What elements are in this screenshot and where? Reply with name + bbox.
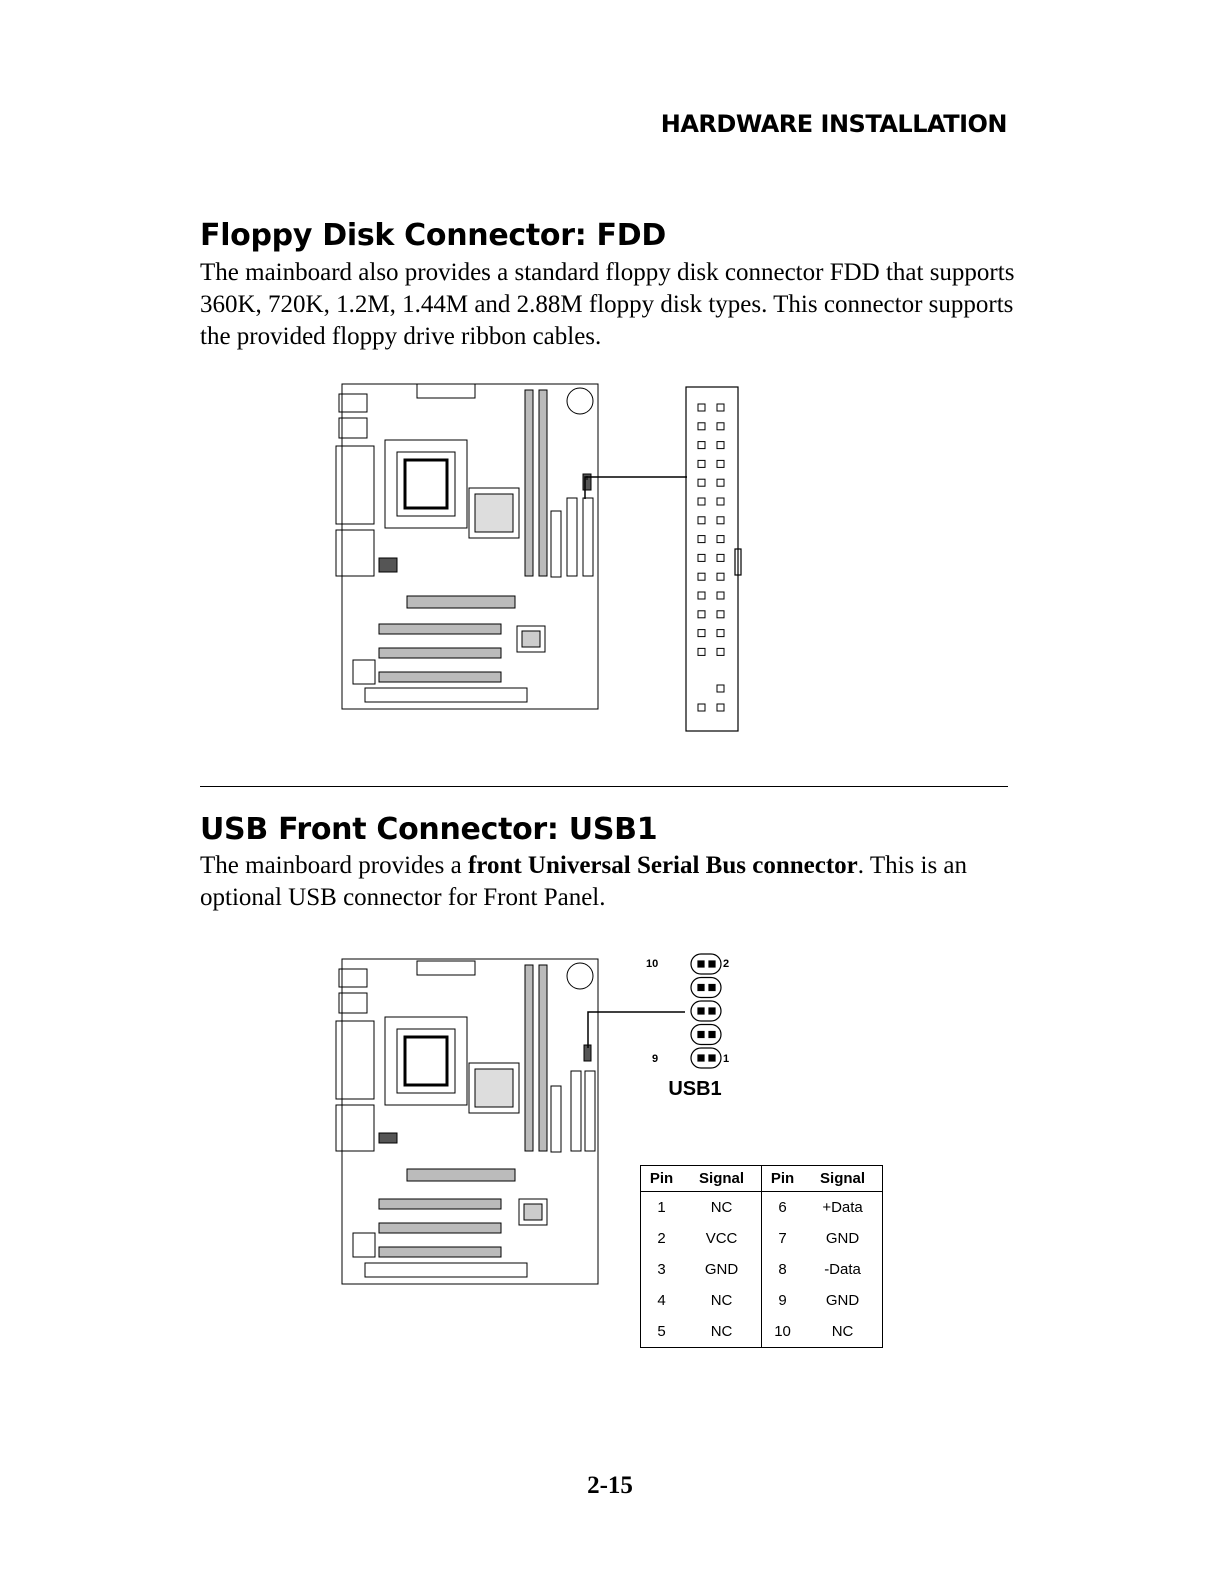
fdd-pin — [697, 629, 706, 638]
table-header-row: Pin Signal Pin Signal — [640, 1165, 883, 1192]
usb-connector-pinout — [690, 953, 722, 1069]
usb-pin-row — [690, 976, 722, 999]
fdd-pin — [697, 572, 706, 581]
table-cell: 3 — [657, 1261, 666, 1278]
usb-pin — [708, 1054, 716, 1062]
fdd-pin — [697, 497, 706, 506]
table-header-pin: Pin — [640, 1165, 683, 1192]
fdd-pin — [716, 535, 725, 544]
table-row: 5 NC 10 NC — [641, 1316, 883, 1348]
fdd-mainboard-diagram — [335, 383, 599, 710]
fdd-pin — [716, 684, 725, 693]
fdd-pin — [716, 422, 725, 431]
table-cell: -Data — [824, 1261, 861, 1278]
usb-pin — [697, 983, 705, 992]
fdd-pin — [716, 610, 725, 619]
usb-pin — [697, 1054, 705, 1062]
fdd-pin — [716, 703, 725, 712]
fdd-pin — [716, 647, 725, 656]
table-row: 3 GND 8 -Data — [641, 1254, 883, 1285]
table-cell: GND — [825, 1230, 860, 1247]
usb-pin-table: Pin Signal Pin Signal 1 NC 6 +Data 2 VCC… — [640, 1165, 883, 1348]
usb-pin — [697, 960, 705, 968]
table-cell: NC — [831, 1323, 854, 1340]
table-row: 2 VCC 7 GND — [641, 1223, 883, 1254]
fdd-pin — [697, 478, 706, 487]
usb-section-title: USB Front Connector: USB1 — [200, 812, 658, 847]
fdd-pin — [716, 497, 725, 506]
fdd-pin — [716, 629, 725, 638]
usb-pin — [708, 1030, 716, 1039]
fdd-section-body: The mainboard also provides a standard f… — [200, 259, 1015, 350]
usb-pin — [708, 960, 716, 968]
fdd-pin — [697, 647, 706, 656]
table-header-signal: Signal — [803, 1165, 883, 1192]
fdd-pin — [697, 535, 706, 544]
fdd-pin — [716, 516, 725, 525]
usb-pin-row — [690, 1023, 722, 1046]
usb-mainboard-diagram — [335, 958, 599, 1285]
fdd-pin — [716, 459, 725, 468]
usb-leader-line — [587, 1011, 685, 1048]
usb-section-body: The mainboard provides a front Universal… — [200, 852, 968, 911]
fdd-pin — [697, 610, 706, 619]
table-row: 4 NC 9 GND — [641, 1285, 883, 1316]
table-header-pin: Pin — [761, 1165, 804, 1192]
usb-connector-label: USB1 — [668, 1078, 722, 1100]
fdd-pin — [697, 703, 706, 712]
fdd-pin — [697, 441, 706, 450]
table-cell: 1 — [657, 1199, 666, 1216]
table-cell: 7 — [778, 1230, 787, 1247]
table-cell: 9 — [778, 1292, 787, 1309]
fdd-connector-pinout — [685, 386, 742, 732]
table-cell: GND — [682, 1254, 762, 1285]
fdd-pin-grid — [697, 403, 725, 712]
usb-pin-label-top-right: 2 — [723, 958, 730, 970]
fdd-pin — [697, 403, 706, 412]
fdd-pin — [697, 591, 706, 600]
fdd-leader-line — [584, 476, 687, 499]
fdd-pin — [716, 553, 725, 562]
table-cell: 5 — [657, 1323, 666, 1340]
table-cell: 2 — [657, 1230, 666, 1247]
usb-pin-label-bottom-left: 9 — [652, 1053, 659, 1065]
usb-pin-row — [690, 1000, 722, 1022]
fdd-pin — [716, 441, 725, 450]
fdd-pin — [697, 516, 706, 525]
usb-pin — [697, 1030, 705, 1039]
fdd-pin — [716, 591, 725, 600]
usb-pin-row — [690, 953, 722, 975]
table-cell: NC — [682, 1285, 762, 1316]
fdd-pin — [716, 403, 725, 412]
table-header-signal: Signal — [682, 1165, 762, 1192]
fdd-pin — [716, 572, 725, 581]
table-cell: 8 — [778, 1261, 787, 1278]
usb-pin — [708, 983, 716, 992]
table-cell: VCC — [682, 1223, 762, 1254]
usb-pin-label-bottom-right: 1 — [723, 1053, 730, 1065]
table-cell: GND — [825, 1292, 860, 1309]
fdd-pin — [716, 478, 725, 487]
table-cell: 4 — [657, 1292, 666, 1309]
table-cell: +Data — [822, 1199, 863, 1216]
fdd-section-title: Floppy Disk Connector: FDD — [200, 218, 666, 253]
fdd-pin — [697, 553, 706, 562]
usb-pin-label-top-left: 10 — [646, 958, 659, 970]
fdd-pin — [697, 459, 706, 468]
table-cell: 10 — [774, 1323, 791, 1340]
table-cell: NC — [682, 1316, 762, 1348]
section-divider — [200, 786, 1008, 787]
table-cell: 6 — [778, 1199, 787, 1216]
fdd-pin — [697, 422, 706, 431]
table-cell: NC — [682, 1191, 762, 1223]
page-number: 2-15 — [587, 1472, 633, 1499]
usb-pin-row — [690, 1047, 722, 1069]
usb-pin — [697, 1007, 705, 1015]
table-row: 1 NC 6 +Data — [641, 1191, 883, 1223]
usb-pin — [708, 1007, 716, 1015]
running-head: HARDWARE INSTALLATION — [660, 110, 1008, 138]
